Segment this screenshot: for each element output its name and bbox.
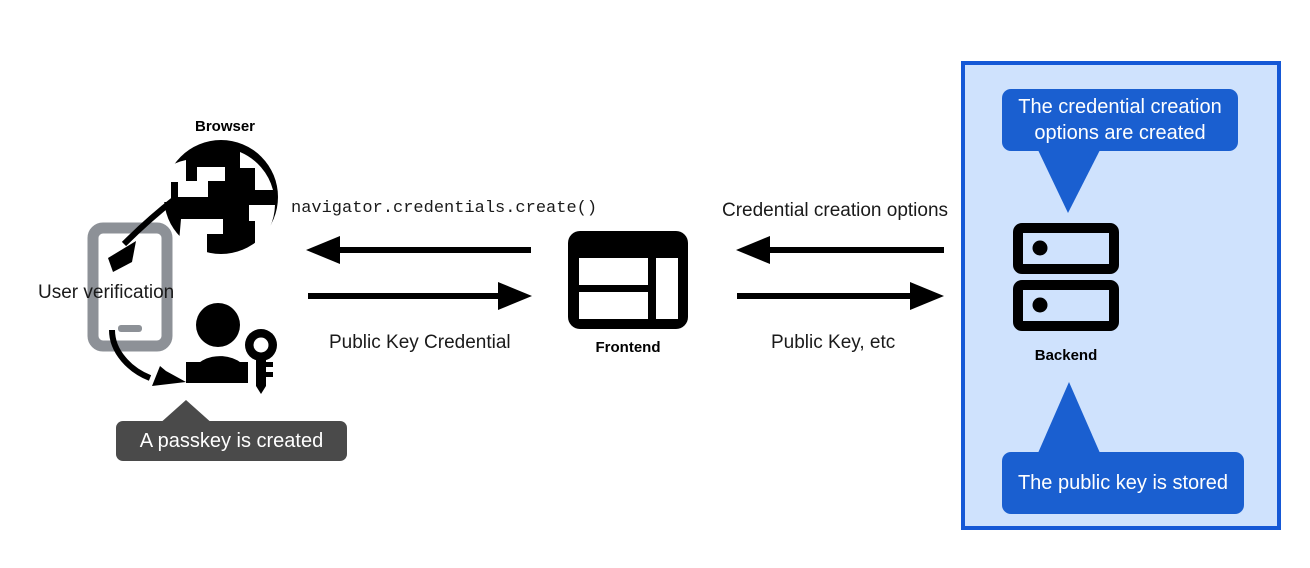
callout-credential-options-created: The credential creation options are crea… — [1002, 89, 1238, 151]
frontend-window-icon — [568, 231, 688, 329]
arrow-backend-to-frontend — [736, 236, 944, 264]
arrow-frontend-to-browser — [306, 236, 531, 264]
arrow-browser-to-frontend — [308, 282, 532, 310]
navigator-create-label: navigator.credentials.create() — [291, 199, 598, 218]
public-key-credential-label: Public Key Credential — [329, 332, 511, 353]
frontend-label: Frontend — [595, 339, 661, 356]
backend-label: Backend — [1034, 347, 1098, 364]
globe-icon — [151, 140, 278, 254]
callout-public-key-stored: The public key is stored — [1002, 452, 1244, 514]
person-with-key-icon — [186, 303, 277, 394]
public-key-etc-label: Public Key, etc — [771, 332, 896, 353]
credential-creation-options-label: Credential creation options — [722, 200, 949, 221]
arrow-browser-to-phone — [108, 195, 178, 272]
browser-label: Browser — [194, 118, 256, 135]
user-verification-label: User verification — [38, 282, 175, 303]
arrow-phone-to-user — [109, 329, 186, 386]
arrow-frontend-to-backend — [737, 282, 944, 310]
tooltip-passkey-created: A passkey is created — [116, 421, 347, 461]
